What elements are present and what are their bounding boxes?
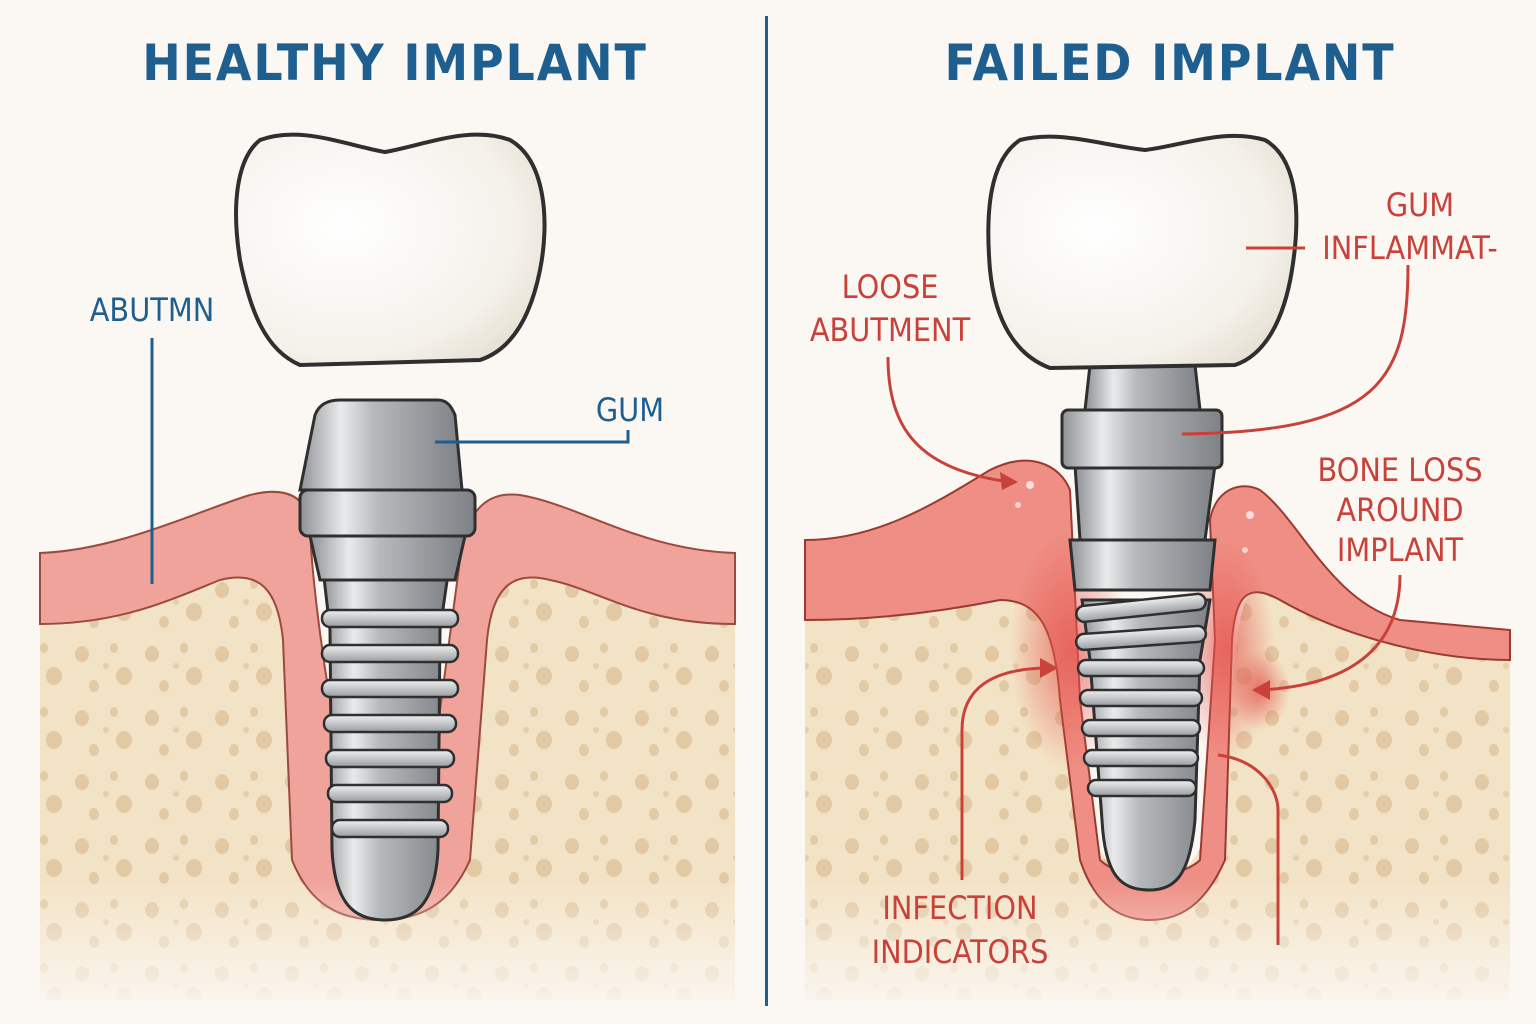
healthy-abutment — [298, 398, 464, 492]
failed-implant — [1060, 363, 1224, 892]
healthy-implant-title: HEALTHY IMPLANT — [142, 34, 648, 92]
healthy-crown — [234, 132, 547, 368]
label-gum: GUM — [595, 391, 665, 429]
failed-crown — [986, 133, 1299, 371]
failed-abutment — [1060, 408, 1224, 470]
label-abutment: ABUTMN — [89, 291, 215, 329]
panel-divider — [765, 16, 768, 1006]
healthy-implant — [298, 398, 477, 922]
failed-illustration — [790, 133, 1530, 1020]
healthy-illustration — [30, 132, 750, 1020]
failed-implant-title: FAILED IMPLANT — [944, 34, 1396, 92]
